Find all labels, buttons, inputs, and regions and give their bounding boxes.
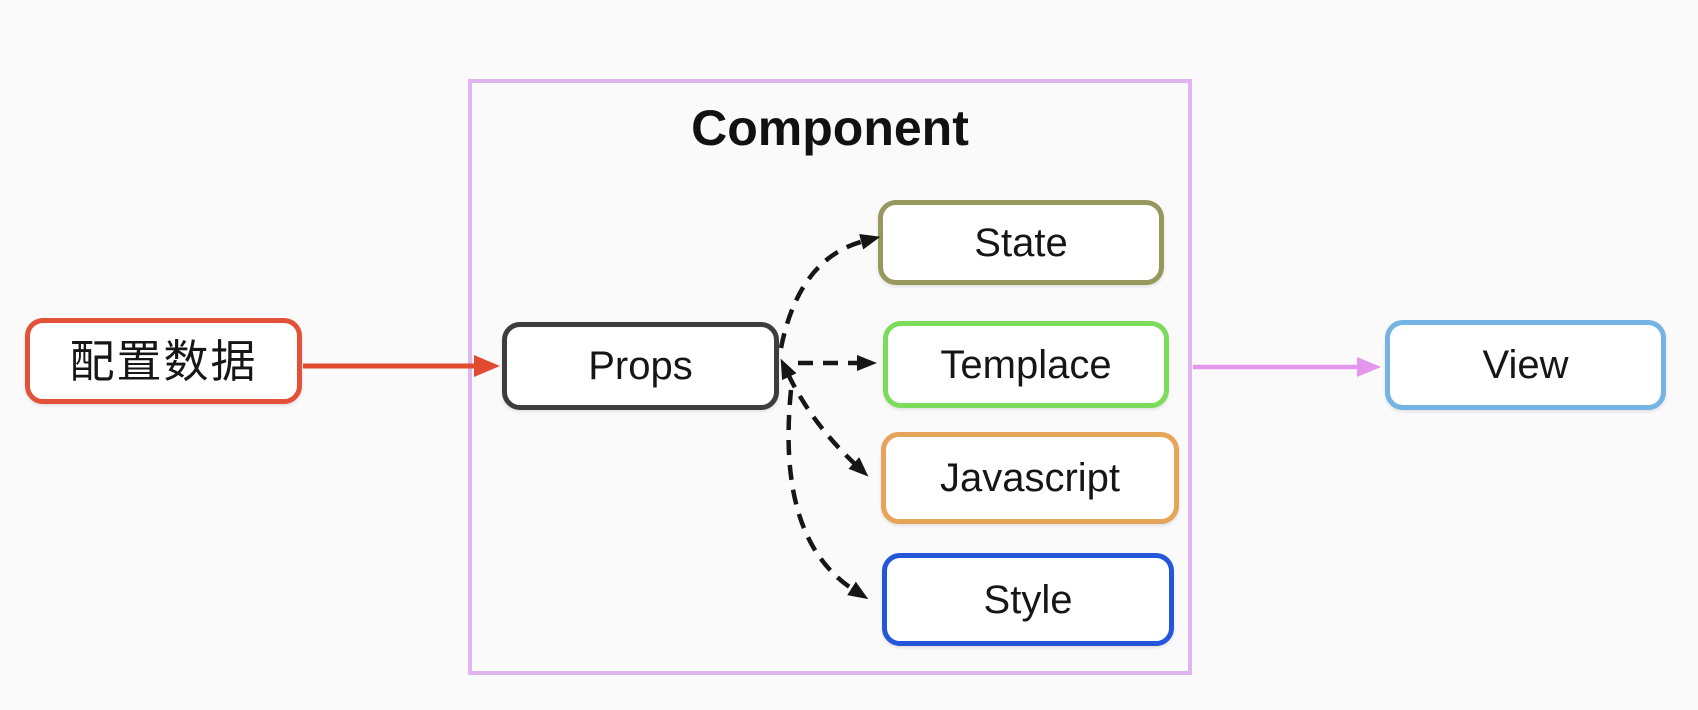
templace-node: Templace (883, 321, 1169, 408)
component-container-box: Component (468, 79, 1192, 675)
props-node: Props (502, 322, 779, 410)
style-node: Style (882, 553, 1174, 646)
view-node: View (1385, 320, 1666, 410)
config-data-label: 配置数据 (69, 335, 258, 387)
config-data-node: 配置数据 (25, 318, 302, 404)
view-label: View (1482, 343, 1569, 387)
component-title: Component (691, 100, 969, 156)
javascript-node: Javascript (881, 432, 1179, 524)
props-label: Props (588, 344, 693, 388)
templace-label: Templace (940, 342, 1112, 387)
javascript-label: Javascript (939, 456, 1121, 500)
state-node: State (878, 200, 1164, 285)
style-label: Style (983, 577, 1073, 622)
state-label: State (974, 220, 1068, 265)
